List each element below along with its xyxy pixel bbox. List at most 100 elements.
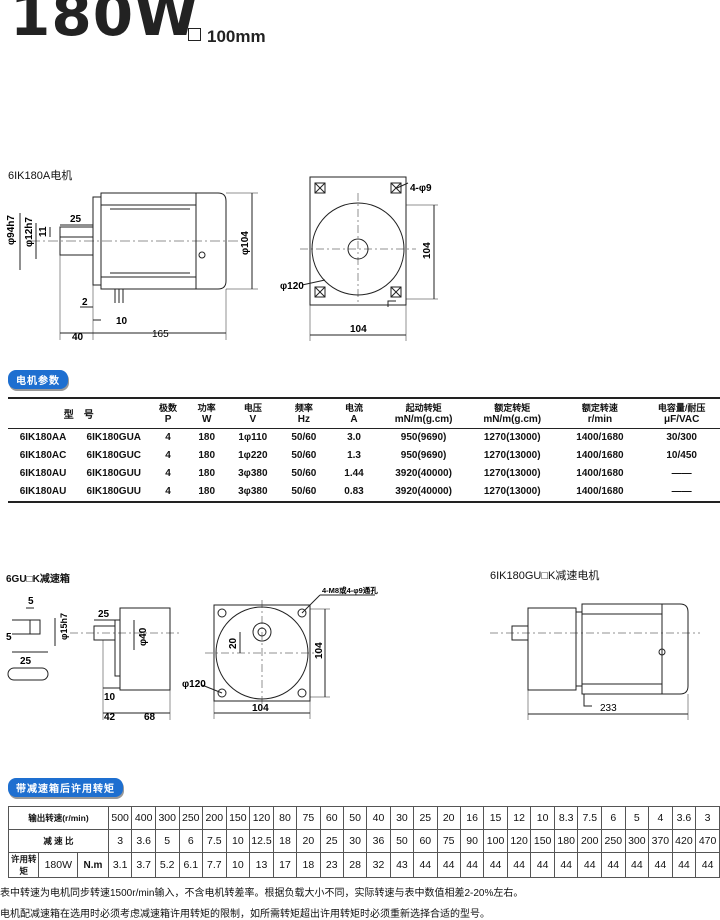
dim-gear-square: 104 — [314, 642, 325, 659]
table-cell: 3φ380 — [238, 467, 268, 479]
torque-cell: 10 — [225, 852, 251, 878]
header-label: 起动转矩 — [405, 403, 442, 413]
speed-cell: 20 — [436, 806, 461, 830]
gearbox-label: 6GU□K减速箱 — [6, 574, 70, 585]
speed-row-label: 输出转速(r/min) — [8, 806, 109, 830]
torque-cell: 44 — [436, 852, 461, 878]
speed-cell: 300 — [154, 806, 180, 830]
dim-square: 104 — [422, 242, 433, 259]
header-unit: W — [201, 414, 212, 425]
ratio-cell: 150 — [530, 829, 555, 853]
ratio-cell: 36 — [366, 829, 391, 853]
table-header-rule — [8, 428, 720, 429]
table-cell: —— — [671, 485, 692, 497]
header-unit: Hz — [297, 414, 310, 425]
table-cell: 1400/1680 — [576, 449, 624, 461]
header-label: 极数 — [159, 403, 178, 413]
geared-motor-label: 6IK180GU□K减速电机 — [490, 570, 600, 582]
speed-cell: 15 — [483, 806, 508, 830]
ratio-cell: 470 — [695, 829, 720, 853]
header-label: 额定转矩 — [494, 403, 531, 413]
dim-key-height: 5 — [6, 632, 12, 643]
ratio-cell: 6 — [178, 829, 204, 853]
params-badge: 电机参数 — [8, 370, 68, 389]
dim-gear-shaft: φ15h7 — [59, 613, 69, 640]
torque-cell: 18 — [296, 852, 321, 878]
table-cell: 1φ110 — [238, 431, 268, 443]
torque-row-label: 许用转矩 — [7, 852, 40, 878]
torque-cell: 6.1 — [178, 852, 204, 878]
table-cell: 180 — [198, 467, 216, 479]
dim-len1: 42 — [104, 712, 116, 723]
table-cell: 950(9690) — [400, 431, 447, 443]
torque-cell: 3.7 — [131, 852, 156, 878]
speed-cell: 7.5 — [577, 806, 603, 830]
table-cell: 6IK180GUA — [86, 431, 142, 443]
torque-cell: 7.7 — [202, 852, 227, 878]
dim-step: 10 — [104, 692, 116, 703]
dim-flange: 2 — [82, 297, 88, 308]
header-label: 频率 — [294, 403, 313, 413]
ratio-cell: 20 — [296, 829, 321, 853]
speed-cell: 60 — [319, 806, 344, 830]
table-cell: 6IK180GUU — [86, 485, 142, 497]
ratio-cell: 12.5 — [249, 829, 274, 853]
table-cell: 180 — [198, 485, 216, 497]
dim-pcd: φ120 — [280, 281, 304, 292]
dim-shaft-diameter: φ12h7 — [24, 217, 35, 247]
dim-shoulder: 10 — [116, 316, 128, 327]
header-unit: mN/m(g.cm) — [394, 414, 453, 425]
header-label: 电流 — [345, 403, 364, 413]
note-1: 表中转速为电机同步转速1500r/min输入，不含电机转差率。根据负载大小不同，… — [0, 888, 524, 899]
ratio-cell: 200 — [577, 829, 603, 853]
speed-cell: 200 — [202, 806, 227, 830]
dim-key-length: 25 — [20, 656, 32, 667]
table-bottom-rule — [8, 501, 720, 503]
torque-cell: 44 — [671, 852, 697, 878]
dim-shaft-length: 25 — [70, 214, 82, 225]
speed-cell: 30 — [389, 806, 415, 830]
table-cell: 4 — [165, 467, 171, 479]
table-cell: 1400/1680 — [576, 467, 624, 479]
table-cell: 4 — [165, 431, 171, 443]
table-cell: 30/300 — [666, 431, 697, 443]
geared-motor-view: 233 — [490, 603, 700, 720]
header-label: 电压 — [243, 403, 262, 413]
table-cell: 1270(13000) — [483, 485, 541, 497]
table-cell: 1270(13000) — [483, 467, 541, 479]
table-cell: 1400/1680 — [576, 431, 624, 443]
table-cell: 4 — [165, 449, 171, 461]
header-unit: A — [350, 414, 358, 425]
dim-boss: φ40 — [138, 627, 149, 646]
ratio-cell: 50 — [389, 829, 415, 853]
ratio-cell: 370 — [648, 829, 673, 853]
table-cell: 3920(40000) — [395, 485, 452, 497]
table-cell: 3920(40000) — [395, 467, 452, 479]
table-cell: 0.83 — [344, 485, 364, 497]
dim-gear-shaft-length: 25 — [98, 609, 110, 620]
ratio-cell: 30 — [342, 829, 368, 853]
header-unit: V — [249, 414, 257, 425]
torque-cell: 23 — [319, 852, 344, 878]
dim-pilot: φ94h7 — [6, 215, 17, 245]
ratio-cell: 3.6 — [131, 829, 156, 853]
ratio-cell: 90 — [459, 829, 485, 853]
table-cell: 50/60 — [291, 431, 317, 443]
speed-cell: 3 — [695, 806, 720, 830]
ratio-cell: 100 — [483, 829, 508, 853]
speed-cell: 5 — [624, 806, 650, 830]
torque-cell: 13 — [249, 852, 274, 878]
torque-cell: 44 — [624, 852, 650, 878]
dim-holes: 4-φ9 — [410, 183, 432, 194]
header-model: 型 号 — [63, 409, 94, 421]
ratio-cell: 3 — [107, 829, 133, 853]
table-cell: 4 — [165, 485, 171, 497]
